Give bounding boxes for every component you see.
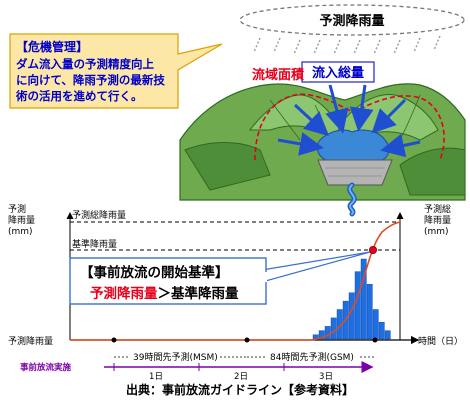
mountain-landscape bbox=[179, 83, 466, 201]
rain-drops bbox=[253, 35, 441, 55]
svg-text:流入総量: 流入総量 bbox=[312, 65, 364, 81]
bottom-left-label: 予測降雨量 bbox=[8, 335, 53, 347]
callout-condition: 予測降雨量＞基準降雨量 bbox=[90, 285, 239, 302]
reservoir-water bbox=[316, 129, 390, 163]
rainfall-bar bbox=[366, 284, 373, 340]
y-right-label-1: 予測総 bbox=[424, 203, 451, 215]
basin-area-label: 流域面積 bbox=[252, 67, 305, 83]
rain-cloud: 予測降雨量 bbox=[239, 4, 465, 36]
rainfall-bars bbox=[312, 258, 391, 340]
x-axis-label: 時間（日） bbox=[418, 336, 463, 347]
cumulative-rainfall-curve bbox=[70, 221, 401, 341]
callout-box bbox=[69, 257, 267, 305]
y-right-label-2: 降雨量 bbox=[424, 214, 451, 226]
rainfall-bar bbox=[354, 271, 361, 340]
day-label-3: 3日 bbox=[319, 372, 333, 382]
callout-title: 【事前放流の開始基準】 bbox=[80, 264, 229, 281]
rainfall-bar bbox=[330, 317, 337, 340]
total-line-label: 予測総降雨量 bbox=[72, 209, 126, 221]
rainfall-chart: 予測 降雨量 (mm) 予測総降雨量 基準降雨量 予測総 降雨量 (mm) 【事… bbox=[8, 203, 463, 382]
y-left-label-1: 予測 bbox=[8, 203, 26, 215]
threshold-point bbox=[368, 245, 377, 254]
y-left-label-3: (mm) bbox=[8, 227, 33, 237]
inflow-arrows bbox=[277, 84, 421, 158]
rainfall-bar bbox=[318, 330, 325, 340]
day-label-1: 1日 bbox=[149, 372, 163, 382]
crisis-note-box: 【危機管理】 ダム流入量の予測精度向上 に向けて、降雨予測の最新技 術の活用を進… bbox=[9, 33, 223, 109]
callout-pointer bbox=[261, 251, 371, 283]
y-right-label-3: (mm) bbox=[424, 227, 449, 237]
rainfall-bar bbox=[348, 292, 355, 340]
crisis-line-3: 術の活用を進めて行く。 bbox=[15, 89, 143, 103]
rainfall-bar bbox=[324, 326, 331, 340]
msm-label: 39時間先予測(MSM) bbox=[133, 351, 218, 363]
day-label-2: 2日 bbox=[234, 372, 248, 382]
crisis-line-1: ダム流入量の予測精度向上 bbox=[16, 57, 154, 71]
dam-icon bbox=[317, 159, 393, 186]
rainfall-bar bbox=[360, 258, 367, 340]
cloud-label: 予測降雨量 bbox=[319, 13, 384, 29]
crisis-heading: 【危機管理】 bbox=[16, 39, 88, 54]
y-left-label-2: 降雨量 bbox=[8, 214, 35, 226]
rainfall-bar bbox=[378, 322, 385, 340]
crisis-line-2: に向けて、降雨予測の最新技 bbox=[16, 73, 165, 87]
release-label: 事前放流実施 bbox=[20, 362, 72, 373]
base-line-label: 基準降雨量 bbox=[72, 238, 117, 250]
total-inflow-label: 流入総量 bbox=[301, 61, 375, 83]
rainfall-bar bbox=[384, 330, 391, 340]
gsm-label: 84時間先予測(GSM) bbox=[270, 351, 354, 363]
rainfall-bar bbox=[372, 309, 379, 340]
source-caption: 出典：事前放流ガイドライン【参考資料】 bbox=[126, 382, 354, 397]
